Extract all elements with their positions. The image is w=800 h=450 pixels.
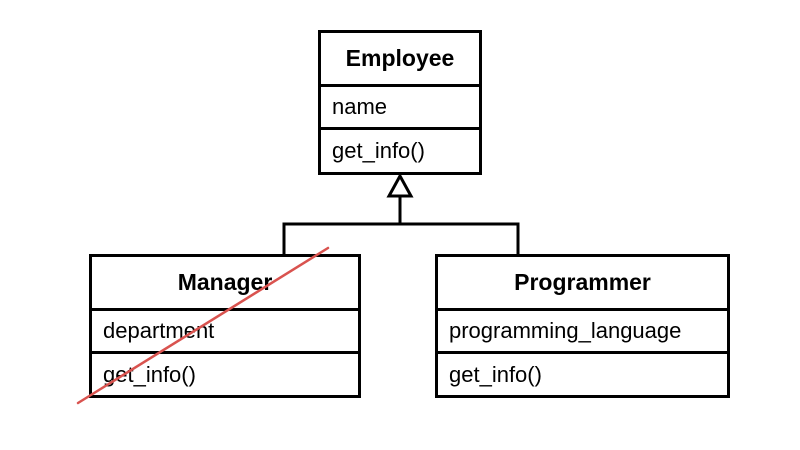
class-employee: Employee name get_info() — [318, 30, 482, 175]
class-employee-name: Employee — [321, 33, 479, 87]
class-manager-name: Manager — [92, 257, 358, 311]
class-employee-attribute: name — [321, 87, 479, 130]
generalization-arrow — [386, 172, 414, 198]
class-programmer-method: get_info() — [449, 361, 542, 387]
class-manager-attribute: department — [92, 311, 358, 354]
class-programmer-attribute: programming_language — [438, 311, 727, 354]
class-employee-method: get_info() — [332, 138, 425, 163]
class-programmer: Programmer programming_language get_info… — [435, 254, 730, 398]
connector-programmer — [400, 222, 520, 254]
class-programmer-name: Programmer — [438, 257, 727, 311]
class-manager: Manager department get_info() — [89, 254, 361, 398]
class-manager-method: get_info() — [103, 361, 196, 387]
connector-manager — [282, 222, 400, 254]
